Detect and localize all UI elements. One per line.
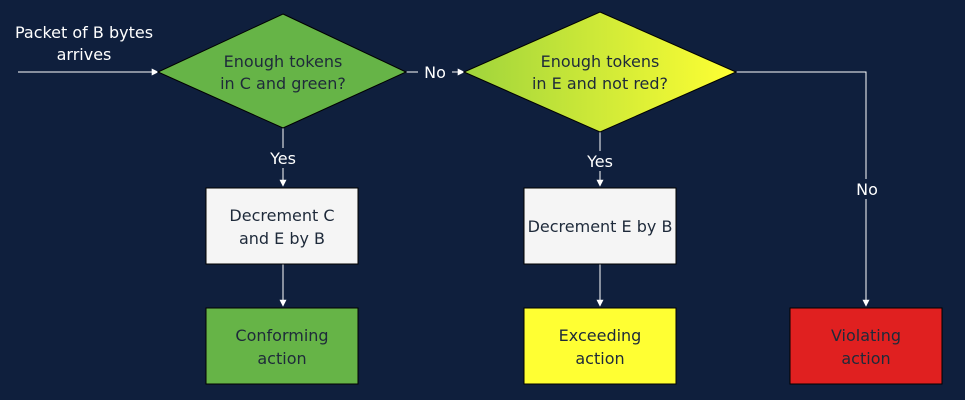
- process-ce-line-1: Decrement C: [229, 206, 334, 225]
- result-conforming-line-2: action: [257, 349, 306, 368]
- edge-label-bg: [850, 179, 884, 199]
- process-decrement-e: [523, 187, 677, 265]
- result-violating-box: [789, 307, 943, 385]
- result-conforming-line-1: Conforming: [235, 326, 328, 345]
- decision-green-line-2: in C and green?: [220, 74, 346, 93]
- process-decrement-ce: [205, 187, 359, 265]
- decision-green-line-1: Enough tokens: [224, 52, 343, 71]
- start-label-line-2: arrives: [57, 45, 112, 64]
- result-conforming-box: [205, 307, 359, 385]
- edge-label-bg: [263, 148, 303, 168]
- decision-green-diamond: [156, 13, 408, 129]
- edge-label-no-2: No: [856, 180, 878, 199]
- result-violating-line-2: action: [841, 349, 890, 368]
- result-exceeding-line-1: Exceeding: [559, 326, 642, 345]
- decision-exceed-diamond: [462, 11, 738, 133]
- result-exceeding-box: [523, 307, 677, 385]
- result-violating-line-1: Violating: [831, 326, 901, 345]
- arrow-decision2-no: [734, 71, 870, 307]
- result-exceeding-line-2: action: [575, 349, 624, 368]
- edge-label-yes-1: Yes: [269, 149, 296, 168]
- decision-exceed-line-1: Enough tokens: [541, 52, 660, 71]
- edge-label-yes-2: Yes: [586, 152, 613, 171]
- process-e-line-1: Decrement E by B: [528, 217, 673, 236]
- edge-label-bg: [418, 62, 452, 82]
- edge-label-bg: [580, 151, 620, 171]
- decision-exceed-line-2: in E and not red?: [532, 74, 668, 93]
- start-label-line-1: Packet of B bytes: [15, 23, 153, 42]
- process-ce-line-2: and E by B: [239, 229, 325, 248]
- edge-label-no-1: No: [424, 63, 446, 82]
